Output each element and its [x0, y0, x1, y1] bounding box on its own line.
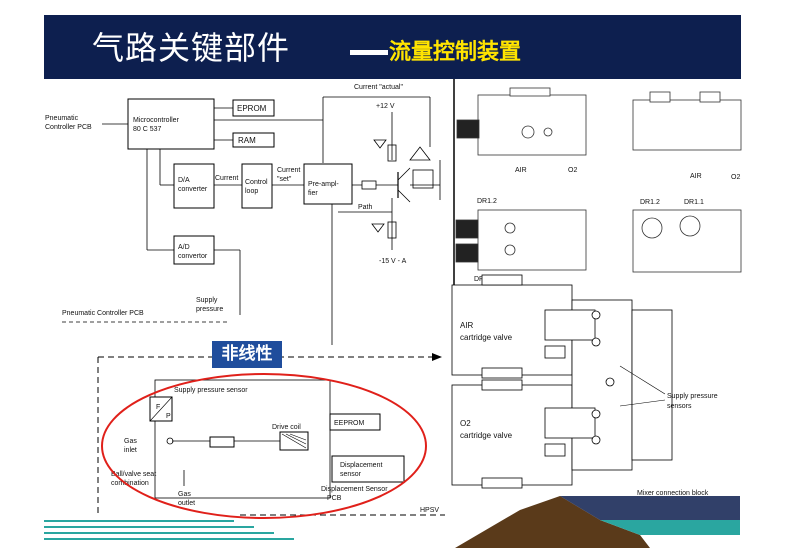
current-set-label-1: Current — [277, 167, 300, 174]
drive-coil-label: Drive coil — [272, 424, 301, 431]
ad-convertor-box — [173, 235, 215, 265]
control-loop-box — [241, 163, 273, 209]
decorative-footer — [44, 496, 740, 548]
nonlinear-highlight-ellipse — [101, 373, 427, 519]
ball-valve-label-1: Ball/valve seat — [111, 471, 156, 478]
title-sub: 流量控制装置 — [389, 40, 522, 65]
da-label-1: D/A — [178, 177, 190, 184]
gas-outlet-label-1: Gas — [178, 491, 191, 498]
gas-inlet-label-2: inlet — [124, 447, 137, 454]
mixer-block-drawing — [451, 274, 673, 489]
photo-dr-top — [632, 209, 742, 273]
da-label-2: converter — [178, 186, 208, 193]
displacement-label-2: sensor — [340, 471, 362, 478]
dr11b-label: DR1.1 — [684, 199, 704, 206]
current-label-1: Current — [215, 175, 238, 182]
air-top2-label: AIR — [690, 173, 702, 180]
preamp-box — [303, 163, 353, 205]
photo-air-o2-top — [632, 91, 742, 151]
ad-label-1: A/D — [178, 244, 190, 251]
eeprom-label: EEPROM — [334, 420, 365, 427]
title-main: 气路关键部件 — [92, 29, 291, 67]
current-actual-label: Current "actual" — [354, 84, 403, 91]
displacement-sensor-box — [331, 455, 405, 483]
supply-pressure-label-2: pressure — [196, 306, 223, 313]
o2-top-label: O2 — [568, 167, 577, 174]
o2-top2-label: O2 — [731, 174, 740, 181]
p-label: P — [166, 413, 171, 420]
o2-valve-label-1: O2 — [460, 419, 471, 428]
plus12-label: +12 V — [376, 103, 395, 110]
preamp-label-1: Pre-ampl- — [308, 181, 339, 188]
preamp-label-2: fier — [308, 190, 318, 197]
pneumatic-pcb2-label: Pneumatic Controller PCB — [62, 310, 144, 317]
gas-inlet-label-1: Gas — [124, 438, 137, 445]
eprom-label: EPROM — [237, 104, 267, 113]
nonlinear-badge: 非线性 — [212, 341, 282, 368]
title-dash — [350, 50, 388, 55]
supply-sensor-label: Supply pressure sensor — [174, 387, 248, 394]
micro-label-1: Microcontroller — [133, 117, 180, 124]
da-converter-box — [173, 163, 215, 209]
disp-pcb-label-1: Displacement Sensor — [321, 486, 388, 493]
o2-valve-label-2: cartridge valve — [460, 431, 513, 440]
displacement-label-1: Displacement — [340, 462, 382, 469]
gas-outlet-label-2: outlet — [178, 500, 195, 507]
dr12-label: DR1.2 — [477, 198, 497, 205]
control-label-1: Control — [245, 179, 268, 186]
ball-valve-label-2: combination — [111, 480, 149, 487]
photo-air-o2-side — [456, 87, 587, 156]
control-label-2: loop — [245, 188, 258, 195]
f-label: F — [156, 404, 160, 411]
mixer-label: Mixer connection block — [637, 490, 709, 497]
eeprom-box — [329, 413, 381, 431]
supply-sensors-label-2: sensors — [667, 403, 692, 410]
hpsv-label: HPSV — [420, 507, 439, 514]
minus15-label: -15 V - A — [379, 258, 407, 265]
supply-pressure-label-1: Supply — [196, 297, 218, 304]
ram-label: RAM — [238, 136, 256, 145]
supply-sensors-label-1: Supply pressure — [667, 393, 718, 400]
photo-dr-front — [455, 209, 587, 271]
pneumatic-pcb-label-1: Pneumatic — [45, 115, 79, 122]
dr12b-label: DR1.2 — [640, 199, 660, 206]
microcontroller-box — [127, 98, 215, 150]
air-valve-label-2: cartridge valve — [460, 333, 513, 342]
path-label: Path — [358, 204, 373, 211]
title-bar: 气路关键部件 流量控制装置 — [44, 15, 741, 79]
ad-label-2: convertor — [178, 253, 208, 260]
pneumatic-pcb-label-2: Controller PCB — [45, 124, 92, 131]
disp-pcb-label-2: PCB — [327, 495, 342, 502]
air-top-label: AIR — [515, 167, 527, 174]
micro-label-2: 80 C 537 — [133, 126, 162, 133]
current-set-label-2: "set" — [277, 176, 292, 183]
air-valve-label-1: AIR — [460, 321, 474, 330]
hpsv-body — [154, 379, 331, 499]
